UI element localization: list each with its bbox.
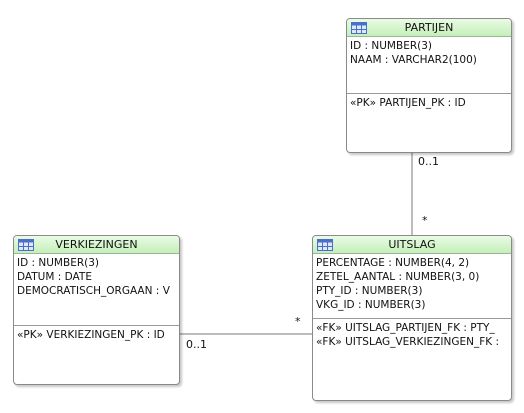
table-header[interactable]: VERKIEZINGEN [14, 236, 179, 254]
table-uitslag[interactable]: UITSLAG PERCENTAGE : NUMBER(4, 2) ZETEL_… [312, 235, 512, 401]
multiplicity-verkiezingen-side: 0..1 [186, 338, 207, 351]
column-row: PTY_ID : NUMBER(3) [316, 285, 423, 297]
column-row: DEMOCRATISCH_ORGAAN : V [17, 285, 170, 297]
key-row: «FK» UITSLAG_VERKIEZINGEN_FK : [316, 336, 499, 348]
multiplicity-partijen-side: 0..1 [418, 155, 439, 168]
key-row: «FK» UITSLAG_PARTIJEN_FK : PTY_ [316, 322, 495, 334]
column-row: ID : NUMBER(3) [350, 40, 433, 52]
keys-section: «FK» UITSLAG_PARTIJEN_FK : PTY_ «FK» UIT… [313, 318, 511, 351]
table-grid-icon [18, 239, 34, 251]
table-header[interactable]: PARTIJEN [347, 19, 511, 37]
column-row: VKG_ID : NUMBER(3) [316, 299, 426, 311]
columns-section: PERCENTAGE : NUMBER(4, 2) ZETEL_AANTAL :… [313, 254, 511, 318]
column-row: NAAM : VARCHAR2(100) [350, 54, 477, 66]
table-name: UITSLAG [388, 238, 436, 251]
table-grid-icon [317, 239, 333, 251]
table-name: PARTIJEN [404, 21, 454, 34]
table-partijen[interactable]: PARTIJEN ID : NUMBER(3) NAAM : VARCHAR2(… [346, 18, 512, 153]
columns-section: ID : NUMBER(3) NAAM : VARCHAR2(100) [347, 37, 511, 93]
column-row: PERCENTAGE : NUMBER(4, 2) [316, 257, 470, 269]
keys-section: «PK» PARTIJEN_PK : ID [347, 93, 511, 112]
columns-section: ID : NUMBER(3) DATUM : DATE DEMOCRATISCH… [14, 254, 179, 325]
table-header[interactable]: UITSLAG [313, 236, 511, 254]
column-row: ZETEL_AANTAL : NUMBER(3, 0) [316, 271, 480, 283]
multiplicity-uitslag-left-side: * [295, 315, 301, 328]
table-grid-icon [351, 22, 367, 34]
table-name: VERKIEZINGEN [55, 238, 138, 251]
key-row: «PK» VERKIEZINGEN_PK : ID [17, 329, 165, 341]
keys-section: «PK» VERKIEZINGEN_PK : ID [14, 325, 179, 344]
key-row: «PK» PARTIJEN_PK : ID [350, 97, 466, 109]
column-row: DATUM : DATE [17, 271, 92, 283]
column-row: ID : NUMBER(3) [17, 257, 100, 269]
table-verkiezingen[interactable]: VERKIEZINGEN ID : NUMBER(3) DATUM : DATE… [13, 235, 180, 385]
multiplicity-uitslag-top-side: * [422, 214, 428, 227]
